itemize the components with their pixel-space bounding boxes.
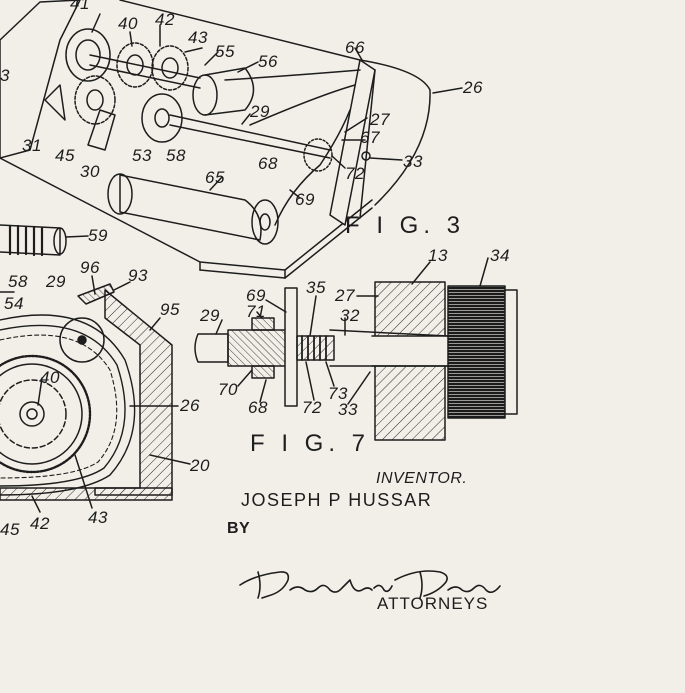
reference-numeral-59: 59 [88, 226, 108, 245]
fig3-machine [0, 0, 463, 279]
attorneys-label: ATTORNEYS [377, 594, 489, 613]
reference-numeral-27: 27 [335, 286, 355, 305]
reference-numeral-68: 68 [248, 398, 268, 417]
reference-numeral-71: 71 [246, 302, 266, 321]
reference-numeral-33: 33 [403, 152, 423, 171]
reference-numeral-93: 93 [128, 266, 148, 285]
reference-numeral-20: 20 [190, 456, 210, 475]
reference-numeral-30: 30 [80, 162, 100, 181]
attorney-signature [239, 570, 501, 599]
reference-numeral-3: 3 [0, 66, 10, 85]
reference-numeral-69: 69 [295, 190, 315, 209]
reference-numeral-72: 72 [345, 164, 365, 183]
reference-numeral-35: 35 [306, 278, 326, 297]
reference-numeral-95: 95 [160, 300, 180, 319]
reference-numeral-26: 26 [463, 78, 483, 97]
reference-numeral-13: 13 [428, 246, 448, 265]
figure-label-fig7: F I G. 7 [250, 430, 371, 457]
fig7-section [194, 257, 518, 441]
reference-numeral-43: 43 [88, 508, 108, 527]
reference-numeral-29: 29 [200, 306, 220, 325]
reference-numeral-70: 70 [218, 380, 238, 399]
reference-numeral-66: 66 [345, 38, 365, 57]
reference-numeral-54: 54 [4, 294, 24, 313]
reference-numeral-72: 72 [302, 398, 322, 417]
by-label: BY [227, 520, 251, 537]
reference-numeral-67: 67 [360, 128, 380, 147]
reference-numeral-27: 27 [370, 110, 390, 129]
reference-numeral-96: 96 [80, 258, 100, 277]
reference-numeral-40: 40 [118, 14, 138, 33]
reference-numeral-45: 45 [55, 146, 75, 165]
fig-partial-spring [0, 224, 89, 293]
inventor-name: JOSEPH P HUSSAR [241, 490, 433, 510]
fig-partial-housing [0, 275, 191, 513]
reference-numeral-33: 33 [338, 400, 358, 419]
reference-numeral-34: 34 [490, 246, 510, 265]
reference-numeral-43: 43 [188, 28, 208, 47]
reference-numeral-55: 55 [215, 42, 235, 61]
reference-numeral-73: 73 [328, 384, 348, 403]
reference-numeral-65: 65 [205, 168, 225, 187]
reference-numeral-40: 40 [40, 368, 60, 387]
reference-numeral-29: 29 [250, 102, 270, 121]
inventor-label: INVENTOR. [376, 470, 468, 487]
reference-numeral-32: 32 [340, 306, 360, 325]
reference-numeral-42: 42 [155, 10, 175, 29]
reference-numeral-42: 42 [30, 514, 50, 533]
reference-numeral-26: 26 [180, 396, 200, 415]
reference-numeral-29: 29 [46, 272, 66, 291]
reference-numeral-41: 41 [70, 0, 90, 13]
reference-numeral-56: 56 [258, 52, 278, 71]
reference-numeral-58: 58 [8, 272, 28, 291]
figure-label-fig3: F I G. 3 [345, 212, 466, 239]
reference-numeral-31: 31 [22, 136, 42, 155]
reference-numeral-53: 53 [132, 146, 152, 165]
reference-numeral-58: 58 [166, 146, 186, 165]
reference-numeral-45: 45 [0, 520, 20, 539]
reference-numeral-69: 69 [246, 286, 266, 305]
reference-numeral-68: 68 [258, 154, 278, 173]
